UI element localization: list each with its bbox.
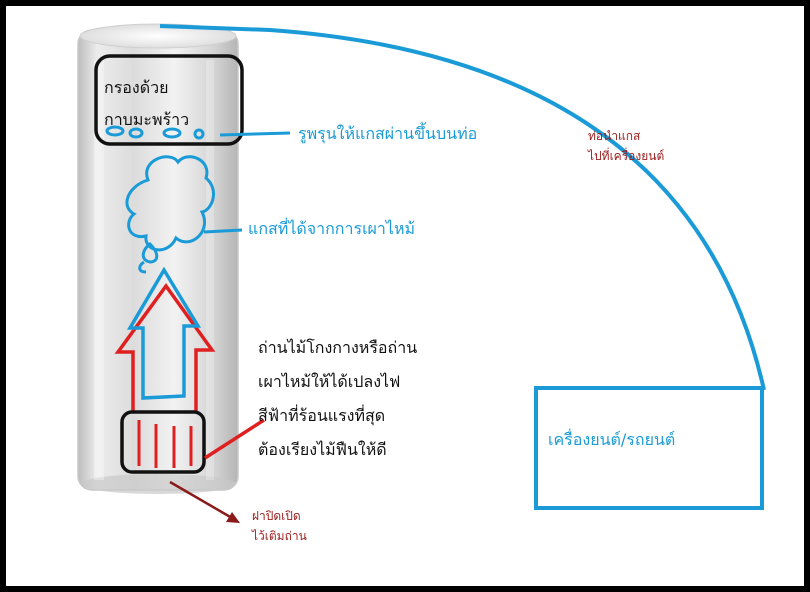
gas-pointer <box>203 228 243 234</box>
heat-arrow-blue <box>126 266 202 400</box>
engine-label: เครื่องยนต์/รถยนต์ <box>548 430 676 449</box>
filter-box <box>94 54 244 146</box>
gas-label: แกสที่ได้จากการเผาไหม้ <box>248 219 416 238</box>
holes-label: รูพรุนให้แกสผ่านขึ้นบนท่อ <box>298 124 478 143</box>
holes-pointer <box>219 131 291 137</box>
heat-arrow-red <box>114 283 216 412</box>
pore-holes <box>105 125 205 140</box>
fuel-label-line1: ถ่านไม้โกงกางหรือถ่าน <box>258 338 418 357</box>
lid-arrow <box>169 480 240 523</box>
fuel-pointer <box>204 418 265 460</box>
filter-label-line2: กาบมะพร้าว <box>104 110 190 129</box>
lid-label-line1: ฝาปิดเปิด <box>252 509 301 523</box>
gas-cloud <box>125 155 216 274</box>
fuel-bars <box>137 420 193 468</box>
fuel-label-line4: ต้องเรียงไม้ฟืนให้ดี <box>258 440 387 459</box>
pipe-label-line1: ท่อนำแกส <box>588 129 641 143</box>
filter-label-line1: กรองด้วย <box>104 78 169 97</box>
fuel-box <box>120 410 206 474</box>
lid-label-line2: ไว้เติมถ่าน <box>252 529 307 543</box>
pipe-label-line2: ไปที่เครื่องยนต์ <box>588 149 665 163</box>
fuel-label-line3: สีฟ้าที่ร้อนแรงที่สุด <box>258 406 386 425</box>
fuel-label-line2: เผาไหม้ให้ได้เปลงไฟ <box>258 372 401 391</box>
engine-box <box>534 386 764 510</box>
gas-pipe <box>159 24 766 391</box>
